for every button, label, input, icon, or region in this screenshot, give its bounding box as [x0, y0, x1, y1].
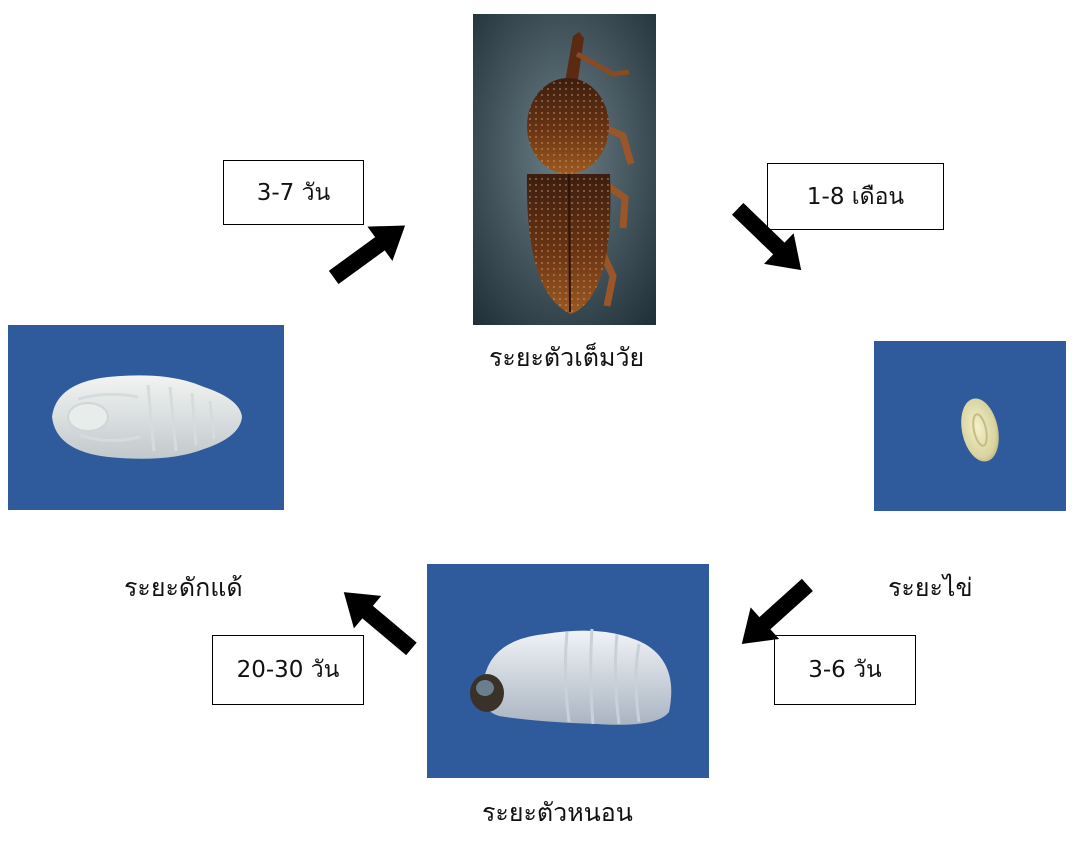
stage-label-pupa: ระยะดักแด้: [124, 575, 243, 600]
arrow-egg-to-larva: [729, 585, 819, 645]
stage-label-egg: ระยะไข่: [888, 575, 973, 600]
larva-photo: [427, 564, 709, 778]
stage-label-adult: ระยะตัวเต็มวัย: [489, 345, 644, 370]
duration-box-egg-to-larva: 3-6 วัน: [774, 635, 916, 705]
arrow-pupa-to-adult: [325, 221, 415, 281]
adult-weevil-photo: [473, 14, 656, 325]
arrow-adult-to-egg: [725, 210, 815, 270]
stage-label-larva: ระยะตัวหนอน: [482, 800, 633, 825]
arrow-larva-to-pupa: [332, 590, 422, 650]
duration-box-pupa-to-adult: 3-7 วัน: [223, 160, 364, 225]
egg-photo: [874, 341, 1066, 511]
pupa-photo: [8, 325, 284, 510]
